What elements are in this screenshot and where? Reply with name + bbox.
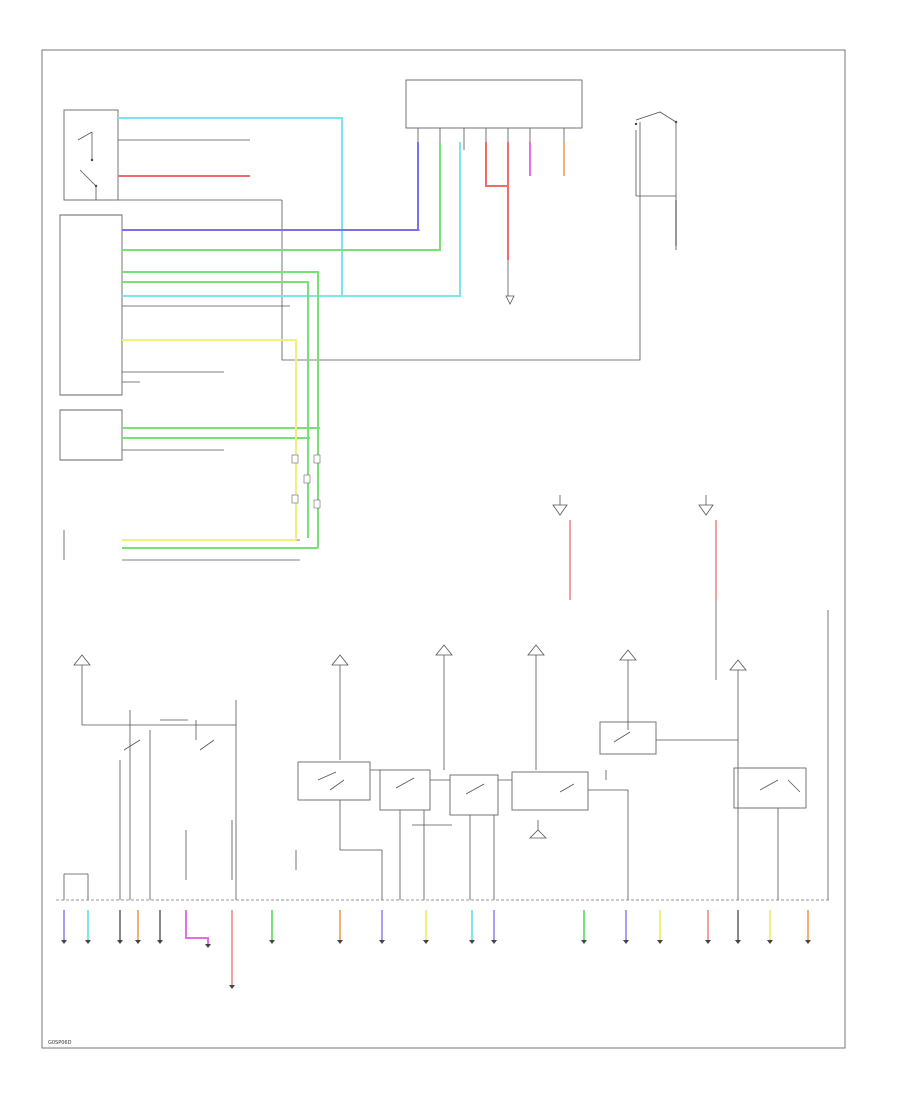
colored-wires-top [118,117,677,549]
page-code: G0SP06D [48,1040,72,1046]
top-right-switch [634,111,678,250]
top-left-switch-module [63,109,641,361]
top-center-connector [405,79,583,150]
bottom-relay-section [63,610,829,900]
diagram-border [41,49,846,1049]
left-control-module [59,214,460,561]
ground-symbols-top [505,260,515,305]
middle-right-feeds [552,495,717,680]
bottom-wire-stubs [63,910,809,985]
bundle-connector-stubs [291,454,321,509]
bottom-stub-arrows [61,940,811,989]
